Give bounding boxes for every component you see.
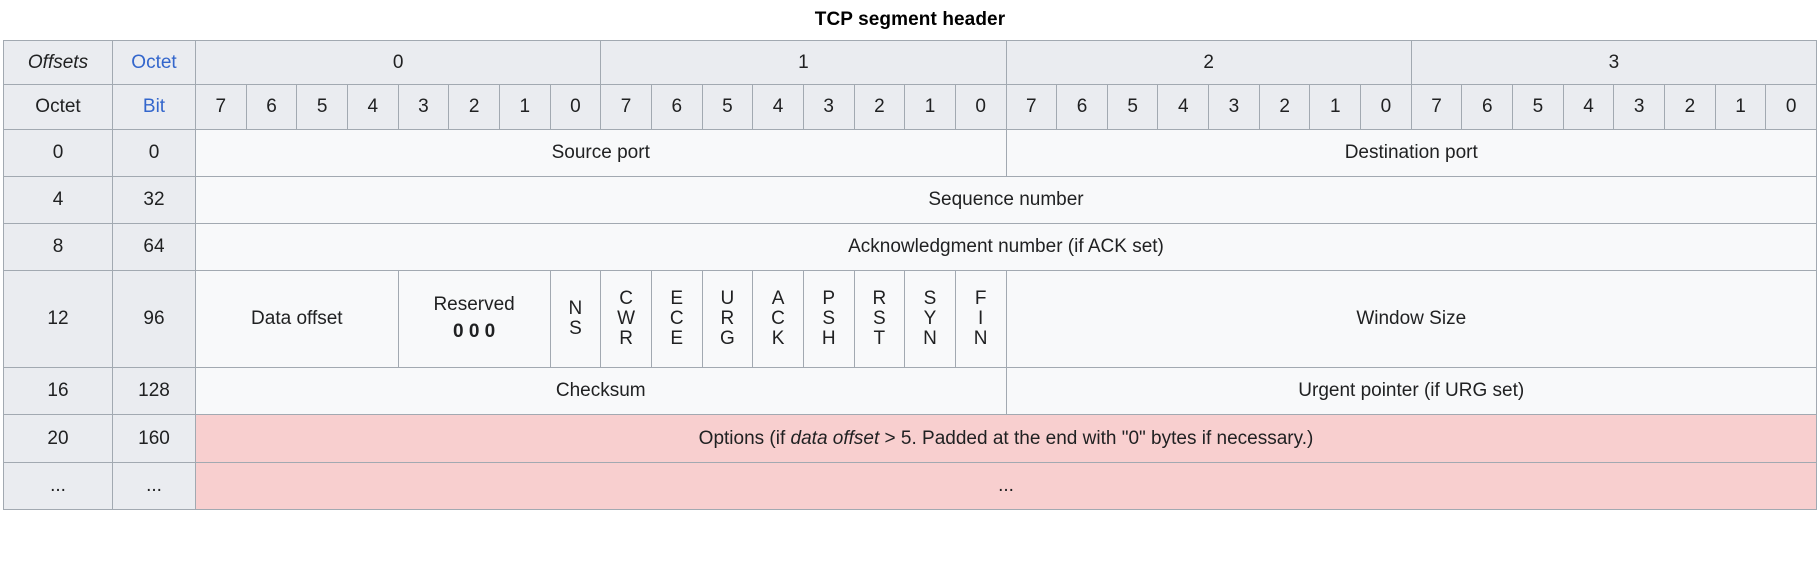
field-checksum: Checksum: [195, 367, 1007, 415]
bit-col-14: 1: [904, 84, 956, 130]
page-title: TCP segment header: [814, 9, 1006, 30]
field-data-offset: Data offset: [195, 270, 399, 368]
bit-col-31: 0: [1765, 84, 1817, 130]
bit-col-2: 5: [296, 84, 348, 130]
field-destination-port: Destination port: [1005, 129, 1817, 177]
table-row-offset-ellipsis: ... ... ...: [3, 462, 1817, 510]
table-row-bit-header: Octet Bit 7 6 5 4 3 2 1 0 7 6 5 4 3 2 1 …: [3, 84, 1817, 130]
flag-ece: E C E: [650, 270, 703, 368]
bit-col-1: 6: [245, 84, 298, 130]
bit-col-11: 4: [752, 84, 804, 130]
table-row-offset-20: 20 160 Options (if data offset > 5. Padd…: [3, 414, 1817, 463]
offset-bit-64: 64: [112, 223, 196, 271]
flag-fin: F I N: [954, 270, 1007, 368]
options-suffix: > 5. Padded at the end with "0" bytes if…: [879, 427, 1314, 449]
offset-bit-96: 96: [112, 270, 196, 368]
tcp-segment-header-table: Offsets Octet 0 1 2 3 Octet Bit 7 6 5 4 …: [3, 40, 1818, 510]
reserved-label: Reserved: [433, 294, 515, 316]
bit-col-5: 2: [448, 84, 500, 130]
bit-col-22: 1: [1309, 84, 1362, 130]
flag-cwr: C W R: [600, 270, 652, 368]
octet-row-label: Octet: [3, 84, 113, 130]
flag-rst: R S T: [853, 270, 906, 368]
bit-link[interactable]: Bit: [112, 84, 196, 130]
table-row-offset-4: 4 32 Sequence number: [3, 176, 1817, 224]
bit-col-4: 3: [397, 84, 450, 130]
bit-col-7: 0: [549, 84, 602, 130]
table-row-octet-header: Offsets Octet 0 1 2 3: [3, 40, 1818, 85]
bit-col-24: 7: [1410, 84, 1463, 130]
bit-col-15: 0: [954, 84, 1007, 130]
bit-col-29: 2: [1664, 84, 1716, 130]
field-options-continuation: ...: [195, 462, 1817, 510]
bit-col-3: 4: [346, 84, 399, 130]
offset-bit-ellipsis: ...: [112, 462, 196, 510]
offset-octet-20: 20: [3, 414, 113, 463]
bit-col-28: 3: [1613, 84, 1666, 130]
bit-col-23: 0: [1360, 84, 1412, 130]
bit-col-19: 4: [1157, 84, 1210, 130]
bit-col-6: 1: [498, 84, 551, 130]
offset-bit-128: 128: [112, 367, 196, 415]
bit-col-9: 6: [650, 84, 703, 130]
offset-octet-0: 0: [3, 129, 113, 177]
offset-bit-32: 32: [112, 176, 196, 224]
bit-col-21: 2: [1258, 84, 1311, 130]
bit-col-0: 7: [195, 84, 247, 130]
flag-ns: N S: [549, 270, 602, 368]
bit-col-10: 5: [701, 84, 754, 130]
offset-octet-4: 4: [3, 176, 113, 224]
bit-col-17: 6: [1056, 84, 1108, 130]
bit-col-18: 5: [1106, 84, 1159, 130]
field-source-port: Source port: [195, 129, 1007, 177]
octet-link[interactable]: Octet: [112, 40, 196, 85]
octet-group-2: 2: [1005, 40, 1412, 85]
bit-col-27: 4: [1562, 84, 1615, 130]
offset-octet-16: 16: [3, 367, 113, 415]
bit-col-30: 1: [1714, 84, 1767, 130]
options-prefix: Options (if: [698, 427, 791, 449]
field-window-size: Window Size: [1005, 270, 1817, 368]
offset-bit-0: 0: [112, 129, 196, 177]
flag-ack: A C K: [752, 270, 804, 368]
table-row-offset-12: 12 96 Data offset Reserved 0 0 0 N S C W…: [3, 270, 1817, 368]
options-italic-data-offset: data offset: [790, 427, 880, 449]
field-reserved: Reserved 0 0 0: [397, 270, 551, 368]
table-row-offset-16: 16 128 Checksum Urgent pointer (if URG s…: [3, 367, 1817, 415]
bit-col-20: 3: [1208, 84, 1260, 130]
offset-octet-8: 8: [3, 223, 113, 271]
reserved-zeros: 0 0 0: [452, 321, 496, 342]
field-options: Options (if data offset > 5. Padded at t…: [195, 414, 1817, 463]
bit-col-26: 5: [1512, 84, 1564, 130]
octet-group-3: 3: [1410, 40, 1818, 85]
table-row-offset-0: 0 0 Source port Destination port: [3, 129, 1817, 177]
offsets-label: Offsets: [3, 40, 113, 85]
bit-col-16: 7: [1005, 84, 1058, 130]
field-sequence-number: Sequence number: [195, 176, 1817, 224]
flag-syn: S Y N: [904, 270, 956, 368]
field-acknowledgment-number: Acknowledgment number (if ACK set): [195, 223, 1817, 271]
octet-group-0: 0: [194, 40, 602, 85]
octet-group-1: 1: [600, 40, 1007, 85]
offset-octet-12: 12: [3, 270, 113, 368]
offset-octet-ellipsis: ...: [3, 462, 113, 510]
field-urgent-pointer: Urgent pointer (if URG set): [1005, 367, 1817, 415]
bit-col-13: 2: [853, 84, 906, 130]
bit-col-8: 7: [600, 84, 652, 130]
table-row-offset-8: 8 64 Acknowledgment number (if ACK set): [3, 223, 1817, 271]
flag-psh: P S H: [802, 270, 855, 368]
bit-col-25: 6: [1461, 84, 1514, 130]
flag-urg: U R G: [701, 270, 754, 368]
offset-bit-160: 160: [112, 414, 196, 463]
bit-col-12: 3: [802, 84, 855, 130]
